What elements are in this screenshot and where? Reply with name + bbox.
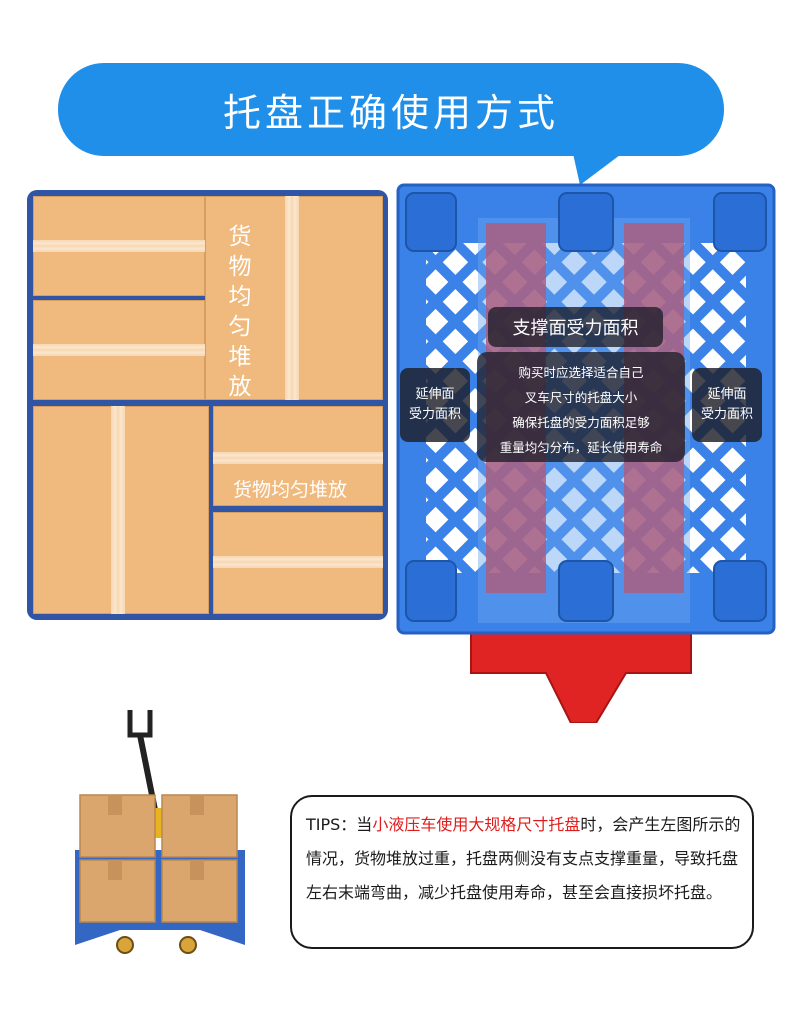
carton-top-left-upper <box>33 196 205 296</box>
tips-text: TIPS：当小液压车使用大规格尺寸托盘时，会产生左图所示的情况，货物堆放过重，托… <box>306 808 742 910</box>
extension-left-line-1: 延伸面 <box>415 387 455 402</box>
support-line-2: 叉车尺寸的托盘大小 <box>524 390 638 405</box>
support-line-1: 购买时应选择适合自己 <box>518 365 644 380</box>
support-line-4: 重量均匀分布，延长使用寿命 <box>499 440 663 455</box>
carton-bottom-right-lower <box>213 512 383 614</box>
extension-area-right: 延伸面 受力面积 <box>692 368 762 442</box>
extension-area-left: 延伸面 受力面积 <box>400 368 470 442</box>
tips-prefix: TIPS：当 <box>306 815 373 834</box>
extension-left-line-2: 受力面积 <box>408 407 461 422</box>
tips-suffix: 时，会产生左图所示的情况，货物堆放过重，托盘两侧没有支点支撑重量，导致托盘左右末… <box>306 815 741 902</box>
support-line-3: 确保托盘的受力面积足够 <box>512 415 650 430</box>
stacking-label-vertical: 货物均匀堆放 <box>228 224 252 400</box>
support-area-description: 购买时应选择适合自己 叉车尺寸的托盘大小 确保托盘的受力面积足够 重量均匀分布，… <box>477 352 685 462</box>
carton-stacking-diagram <box>27 190 388 620</box>
extension-right-line-1: 延伸面 <box>707 387 747 402</box>
hand-pallet-truck-illustration <box>75 710 245 954</box>
extension-right-line-2: 受力面积 <box>700 407 753 422</box>
support-area-title: 支撑面受力面积 <box>488 307 663 347</box>
carton-top-left-lower <box>33 300 205 400</box>
tips-box <box>290 795 754 949</box>
carton-top-right <box>205 196 383 400</box>
page-title: 托盘正确使用方式 <box>222 91 559 135</box>
tips-highlight: 小液压车使用大规格尺寸托盘 <box>372 815 581 834</box>
carton-bottom-left <box>33 406 209 614</box>
carton-bottom-right-upper <box>213 406 383 506</box>
bubble-tail <box>570 140 640 185</box>
stacking-label-horizontal: 货物均匀堆放 <box>232 479 347 501</box>
